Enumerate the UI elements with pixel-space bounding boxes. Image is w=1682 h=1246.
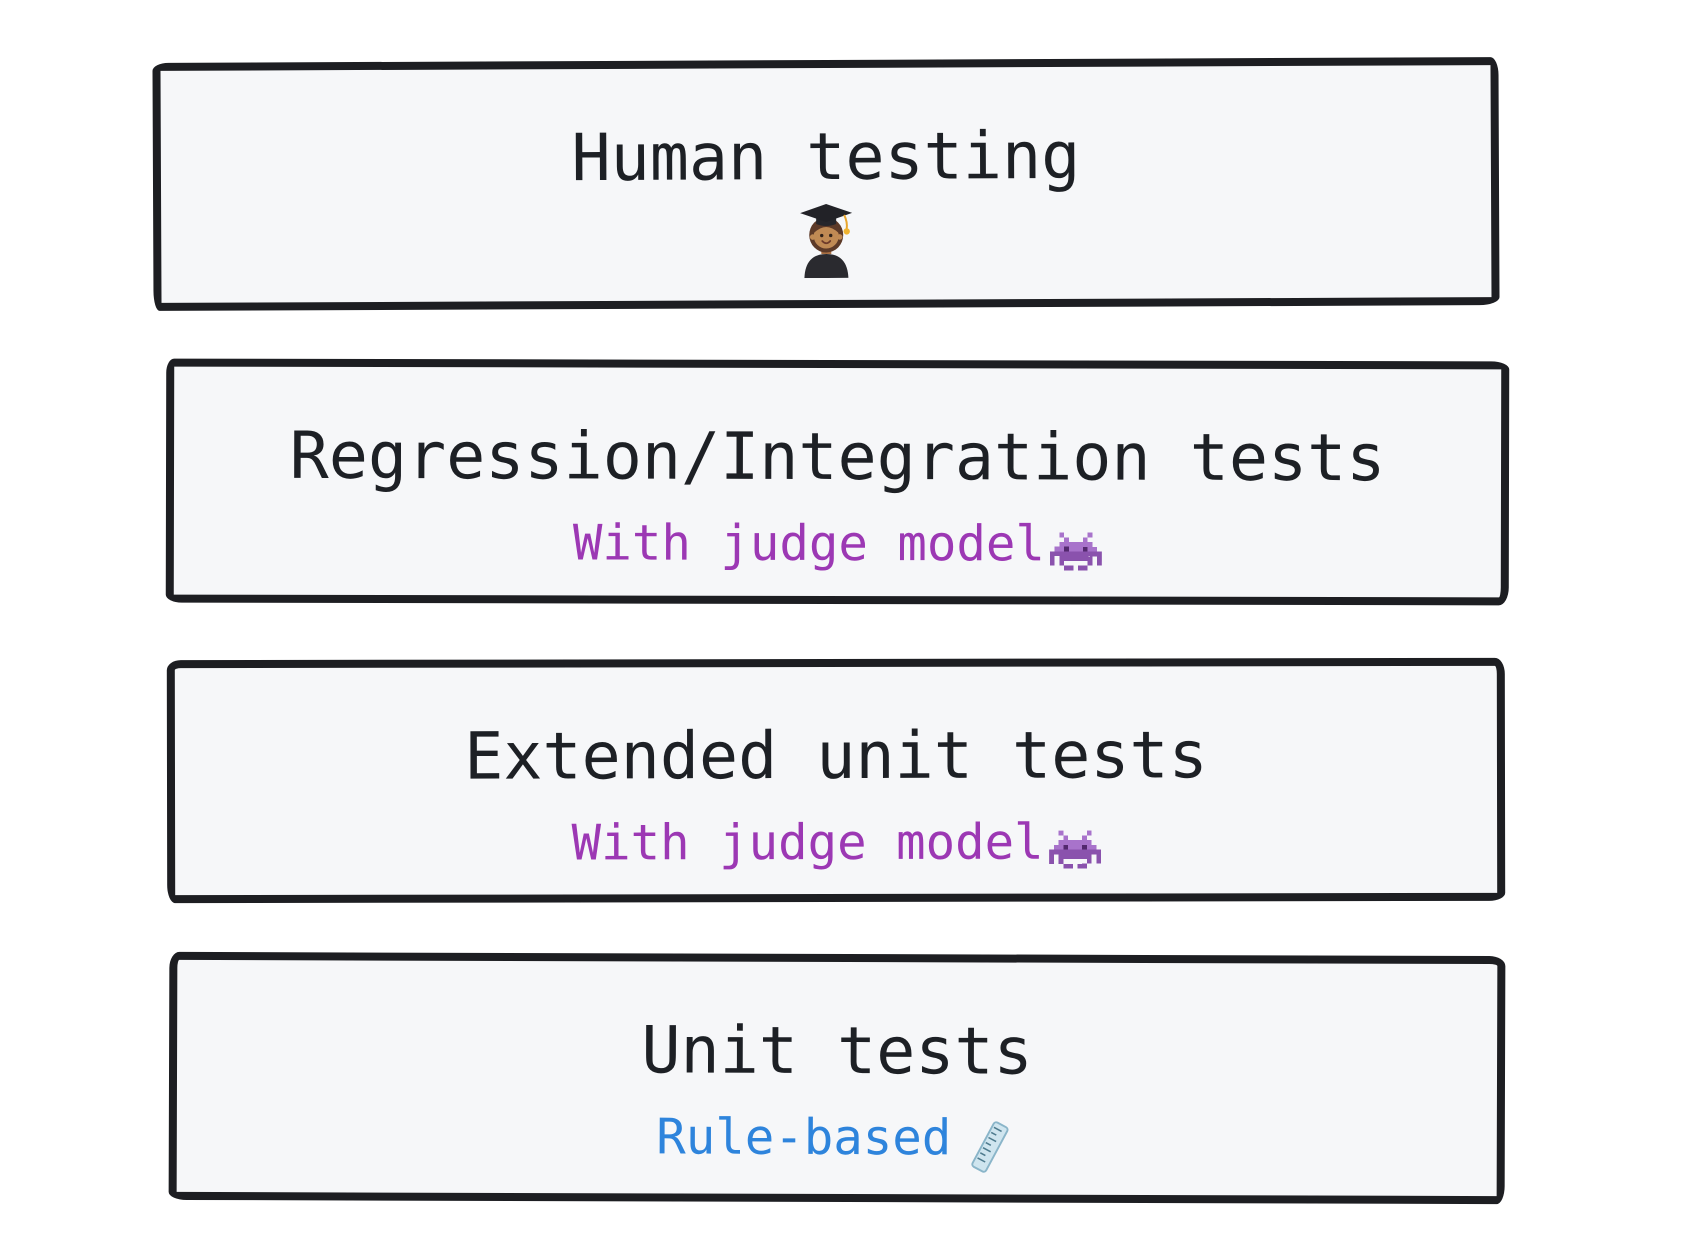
box-title: Unit tests [641, 1013, 1033, 1090]
box-human-testing: Human testing [152, 57, 1500, 311]
box-regression-integration-tests: Regression/Integration tests With judge … [165, 358, 1510, 606]
box-subtitle: With judge model [174, 513, 1501, 576]
box-extended-unit-tests: Extended unit tests With judge model [166, 657, 1506, 904]
student-icon [800, 203, 853, 279]
box-title: Human testing [571, 118, 1081, 197]
box-subtitle-text: Rule-based [656, 1108, 952, 1167]
box-subtitle: With judge model [175, 812, 1497, 874]
box-subtitle-text: With judge model [572, 514, 1045, 573]
box-title: Extended unit tests [464, 718, 1208, 795]
box-unit-tests: Unit tests Rule-based [168, 951, 1506, 1205]
box-title: Regression/Integration tests [289, 418, 1386, 497]
alien-monster-icon [1049, 532, 1102, 571]
box-icon-block [161, 195, 1491, 281]
box-subtitle-text: With judge model [571, 813, 1044, 872]
box-subtitle: Rule-based [177, 1106, 1497, 1173]
alien-monster-icon [1048, 830, 1101, 869]
ruler-icon [970, 1121, 1009, 1173]
